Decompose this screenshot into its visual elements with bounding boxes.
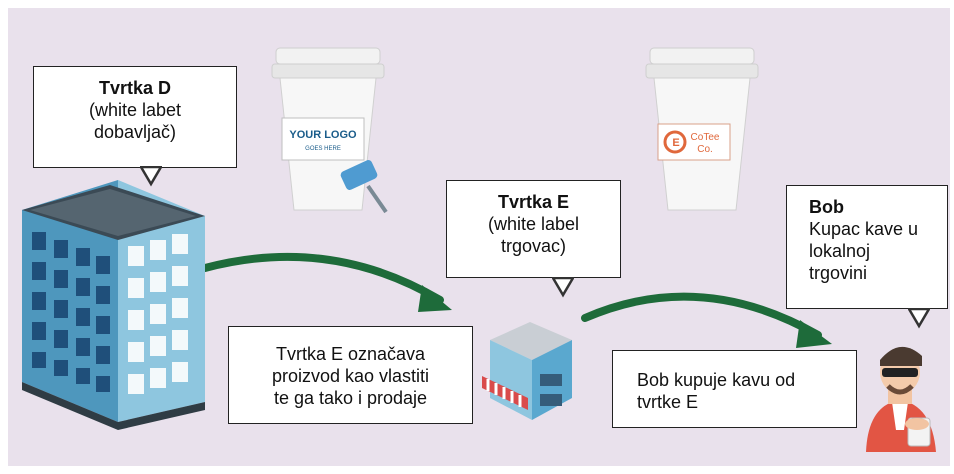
company-d-callout-pointer — [140, 166, 162, 187]
bob-title: Bob — [809, 197, 844, 217]
company-e-line2: trgovac) — [500, 236, 567, 256]
bob-person-icon — [866, 346, 936, 452]
company-e-line1: (white label — [487, 214, 580, 234]
bob-line2: lokalnoj — [809, 241, 871, 261]
cup-logo-placeholder-subtext: GOES HERE — [305, 146, 341, 152]
branded-coffee-cup-icon — [645, 47, 759, 211]
flow-arrowhead-d-to-e — [418, 285, 452, 312]
cup-logo-placeholder-text: YOUR LOGO — [289, 129, 357, 141]
company-e-callout-pointer — [552, 277, 574, 298]
company-d-line2: dobavljač) — [93, 122, 177, 142]
company-e-note-line1: Tvrtka E označava — [275, 344, 426, 364]
company-e-note: Tvrtka E označava proizvod kao vlastiti … — [228, 326, 473, 424]
bob-callout-pointer — [908, 308, 930, 329]
bob-callout: Bob Kupac kave u lokalnoj trgovini — [786, 185, 948, 309]
plain-coffee-cup-icon — [271, 47, 388, 214]
office-building-icon — [22, 180, 205, 430]
company-e-callout: Tvrtka E (white label trgovac) — [446, 180, 621, 278]
bob-note-line1: Bob kupuje kavu od — [637, 370, 796, 390]
flow-arrowhead-e-to-bob — [796, 320, 832, 348]
company-e-title: Tvrtka E — [497, 192, 570, 212]
shop-building-icon — [482, 322, 572, 420]
bob-line1: Kupac kave u — [809, 219, 919, 239]
bob-line3: trgovini — [809, 263, 868, 283]
bob-note: Bob kupuje kavu od tvrtke E — [612, 350, 857, 428]
company-d-line1: (white labet — [88, 100, 182, 120]
flow-arrow-e-to-bob — [581, 292, 822, 339]
bob-note-line2: tvrtke E — [637, 392, 699, 412]
flow-arrow-d-to-e — [201, 252, 444, 304]
branded-logo-name: CoTee — [691, 132, 720, 143]
company-d-callout: Tvrtka D (white labet dobavljač) — [33, 66, 237, 168]
branded-logo-suffix: Co. — [697, 144, 713, 155]
company-e-note-line3: te ga tako i prodaje — [273, 388, 428, 408]
branded-logo-mark: E — [672, 137, 679, 149]
company-e-note-line2: proizvod kao vlastiti — [271, 366, 430, 386]
company-d-title: Tvrtka D — [98, 78, 172, 98]
